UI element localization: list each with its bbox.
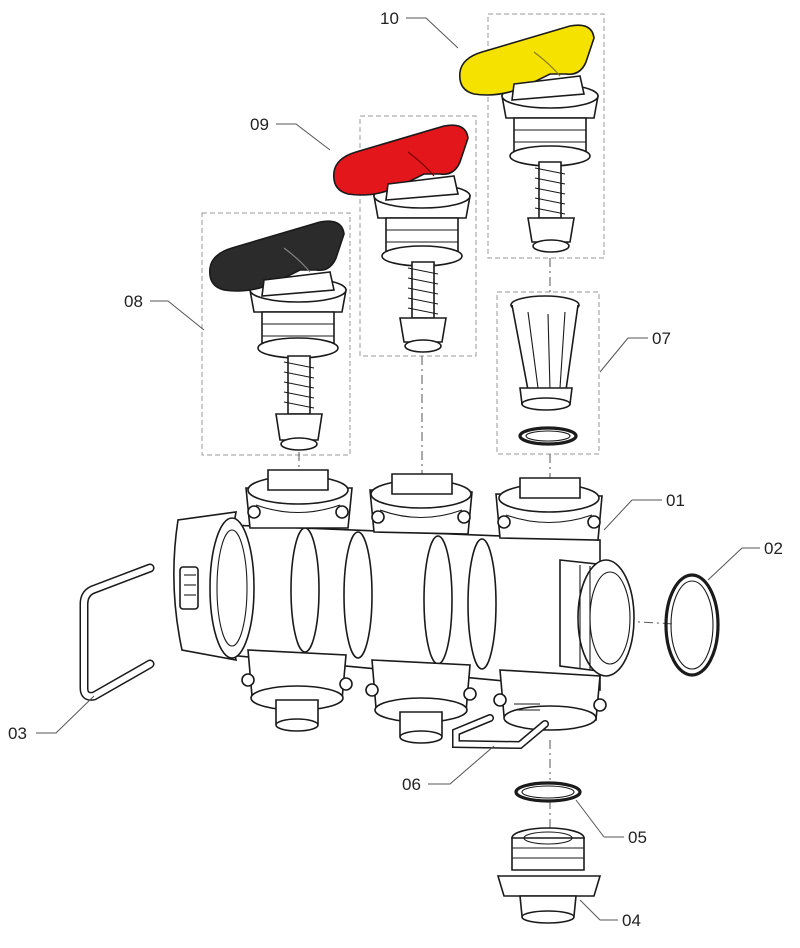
callout-label-03: 03 (8, 724, 27, 743)
top-socket-3 (495, 477, 603, 541)
callout-label-02: 02 (764, 539, 783, 558)
valve-cartridge-red (373, 183, 471, 353)
o-ring-small-bottom (514, 781, 582, 803)
callout-label-04: 04 (622, 911, 641, 930)
callout-label-07: 07 (652, 329, 671, 348)
group-box-09 (359, 115, 477, 357)
valve-cartridge-black (249, 277, 347, 451)
callout-label-06: 06 (402, 775, 421, 794)
strainer-filter (510, 295, 580, 411)
handle-black-fill (208, 220, 345, 292)
callout-leaders (36, 17, 760, 921)
callout-label-05: 05 (628, 828, 647, 847)
group-box-07 (496, 291, 600, 455)
bottom-socket-1 (241, 649, 353, 732)
valve-cartridge-yellow (501, 83, 599, 253)
u-clip-bottom (452, 714, 549, 750)
group-box-08 (201, 212, 351, 456)
top-socket-1 (245, 469, 353, 529)
lever-handle-black (208, 220, 345, 297)
group-box-10 (487, 13, 605, 259)
callout-label-09: 09 (250, 115, 269, 134)
manifold-body (173, 469, 635, 744)
lever-handle-yellow (458, 24, 595, 101)
handle-yellow-fill (458, 24, 595, 96)
callout-label-10: 10 (380, 9, 399, 28)
callout-label-08: 08 (124, 292, 143, 311)
u-clip-left (79, 563, 155, 701)
callout-label-01: 01 (666, 491, 685, 510)
lever-handle-red (332, 124, 469, 201)
top-socket-2 (369, 473, 473, 535)
bottom-socket-3 (493, 669, 607, 731)
handle-red-fill (332, 124, 469, 196)
bottom-socket-2 (365, 659, 477, 744)
o-ring-large (664, 573, 720, 677)
bottom-connector (496, 827, 602, 924)
o-ring-strainer (518, 426, 578, 446)
